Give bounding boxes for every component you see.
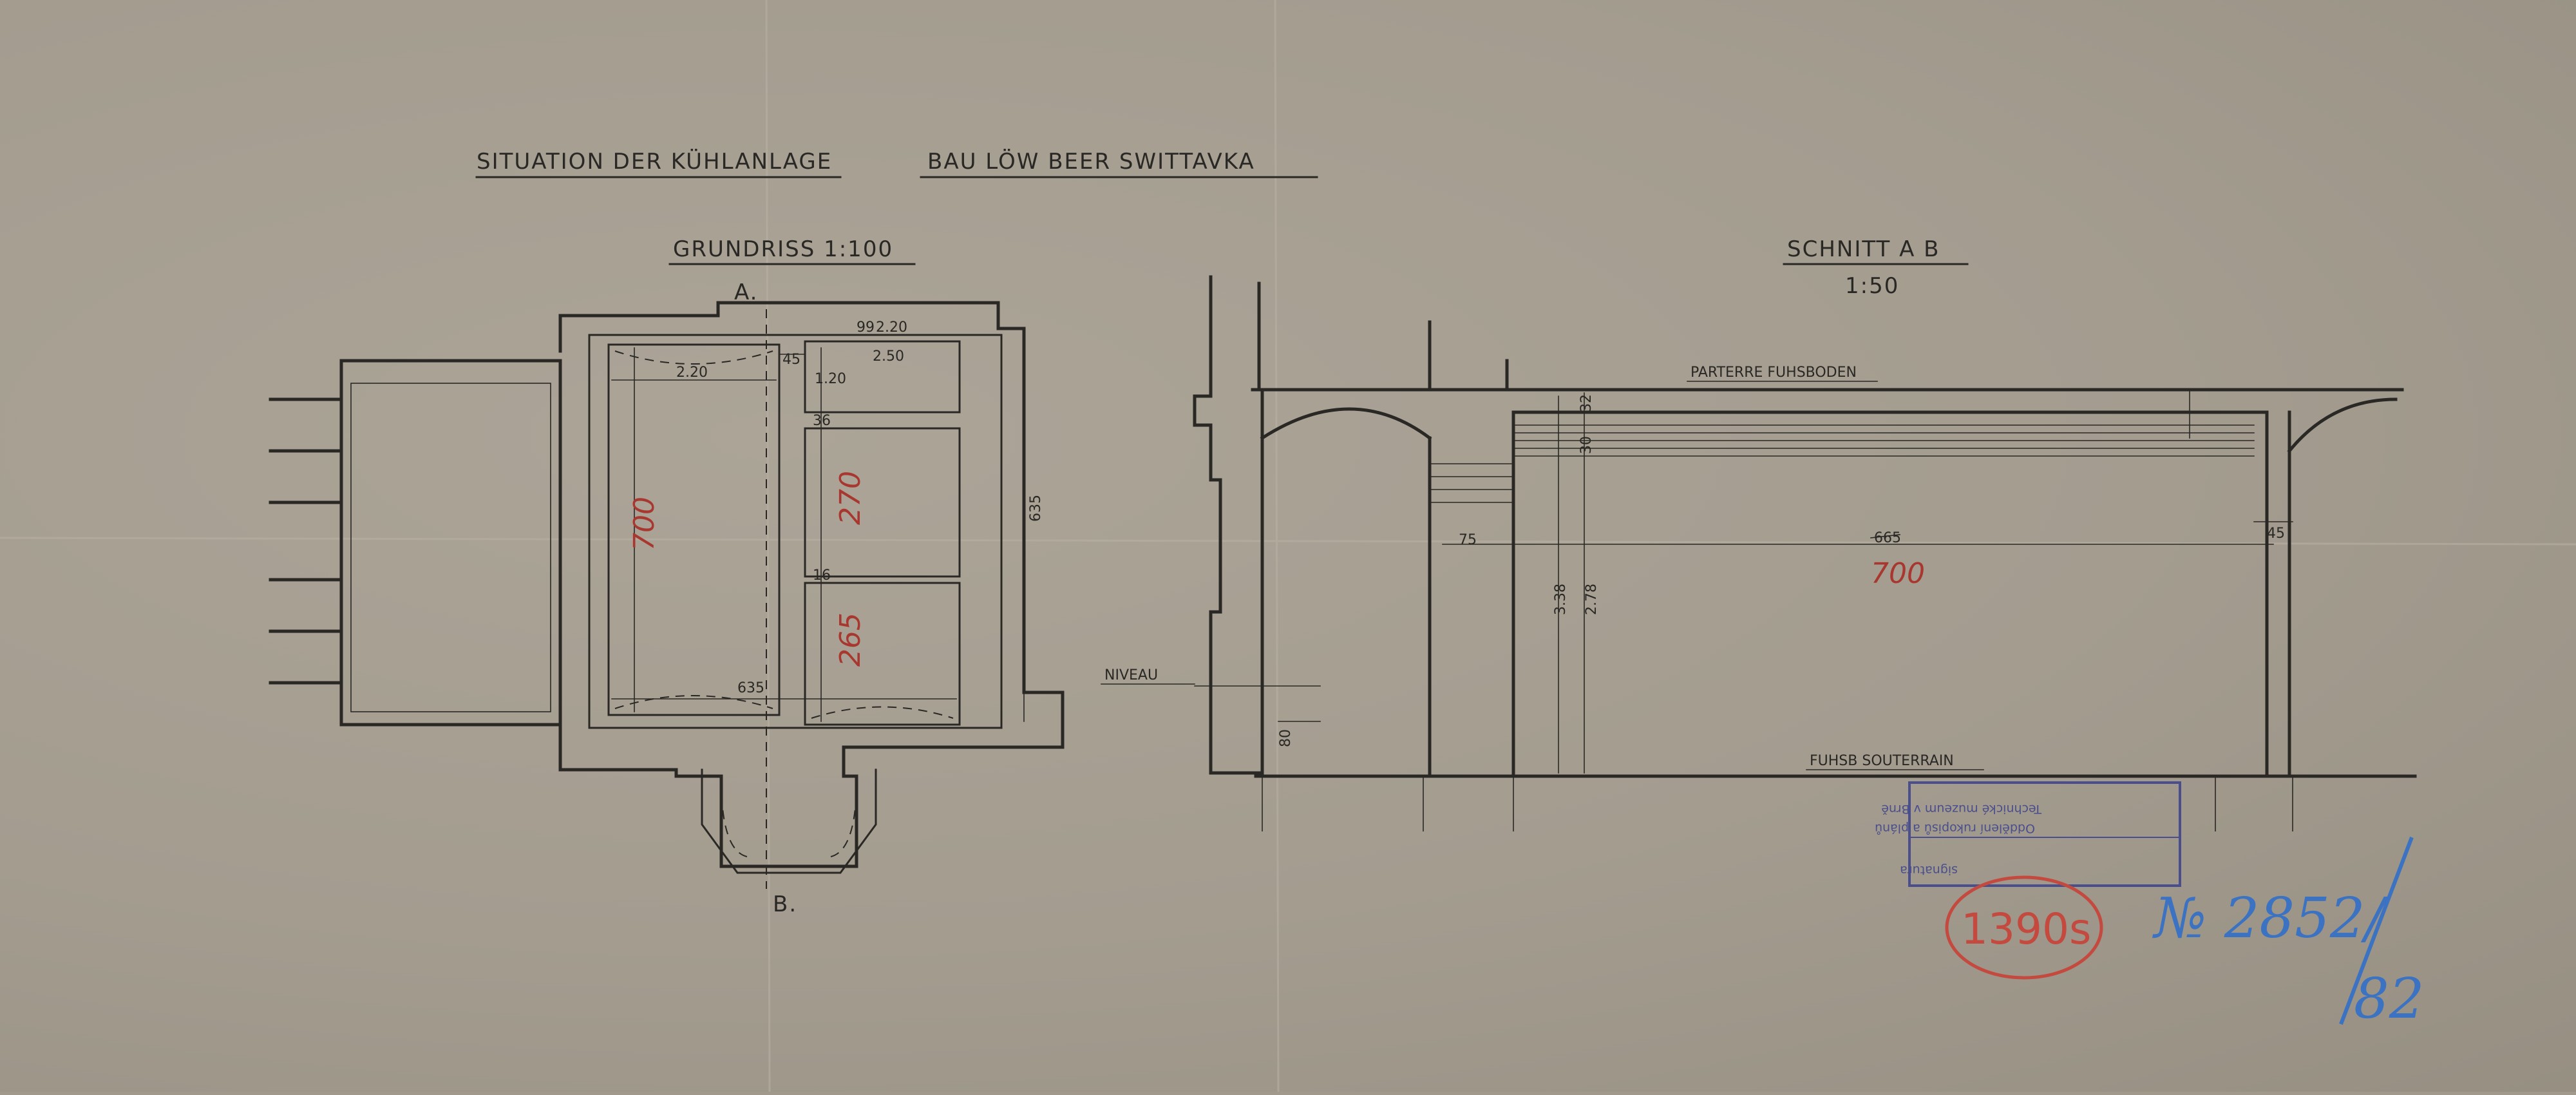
plan-dim-99: 99 — [857, 319, 875, 336]
plan-dim-36: 36 — [813, 413, 831, 429]
plan-marker-top: A. — [734, 280, 758, 305]
plan-dimension-lines — [611, 347, 1025, 722]
stamp-line-3: signatura — [1900, 863, 1958, 877]
section-dim-665-strike — [1870, 534, 1900, 538]
plan-dim-635-side: 635 — [1028, 495, 1044, 522]
section-heading: SCHNITT A B — [1787, 236, 1940, 262]
plan-heading: GRUNDRISS 1:100 — [673, 236, 893, 262]
plan-marker-bottom: B. — [773, 891, 797, 917]
stamp-line-1: Technické muzeum v Brně — [1881, 802, 2042, 816]
section-dim-30: 30 — [1578, 436, 1595, 454]
section-dim-80: 80 — [1278, 729, 1294, 747]
plan-red-700: 700 — [628, 497, 661, 551]
inventory-red-circle — [1945, 875, 2103, 980]
title-right: BAU LÖW BEER SWITTAVKA — [927, 148, 1255, 175]
section-grade-ticks — [1262, 776, 2293, 832]
section-red-700: 700 — [1871, 557, 1925, 590]
section-dim-665: 665 — [1874, 530, 1901, 546]
inventory-red-number: 1390s — [1961, 904, 2091, 954]
inventory-blue-slash — [2339, 836, 2414, 1025]
section-floor-bottom: FUHSB SOUTERRAIN — [1810, 753, 1954, 769]
inventory-blue-number: № 2852/ — [2152, 886, 2389, 951]
section-scale: 1:50 — [1845, 273, 1899, 299]
plan-dim-16: 16 — [813, 567, 831, 584]
plan-dim-220-right: 2.20 — [876, 319, 907, 336]
section-floor-top: PARTERRE FUHSBODEN — [1690, 365, 1857, 381]
plan-dim-45: 45 — [782, 352, 800, 368]
plan-walls — [269, 301, 1065, 874]
plan-red-265: 265 — [834, 613, 867, 667]
plan-dim-635-bottom: 635 — [737, 680, 764, 696]
stamp-line-2: Oddělení rukopisů a plánů — [1875, 821, 2035, 835]
title-left: SITUATION DER KÜHLANLAGE — [477, 148, 832, 175]
section-dim-75: 75 — [1459, 532, 1477, 548]
section-dim-278: 2.78 — [1584, 584, 1600, 615]
section-niveau: NIVEAU — [1104, 667, 1158, 683]
inventory-blue-sub: 82 — [2354, 967, 2424, 1031]
plan-dim-220-left: 2.20 — [676, 365, 708, 381]
plan-dashed — [614, 309, 954, 889]
section-dim-338: 3.38 — [1553, 584, 1569, 615]
section-details — [1194, 389, 2293, 774]
section-dim-45: 45 — [2267, 526, 2285, 542]
plan-dim-120: 1.20 — [815, 371, 846, 387]
archive-stamp: Technické muzeum v Brně Oddělení rukopis… — [1875, 781, 2181, 887]
section-structure — [1193, 275, 2417, 778]
plan-dim-250: 2.50 — [873, 348, 904, 365]
plan-red-270: 270 — [834, 471, 867, 525]
section-dim-32: 32 — [1578, 394, 1595, 412]
